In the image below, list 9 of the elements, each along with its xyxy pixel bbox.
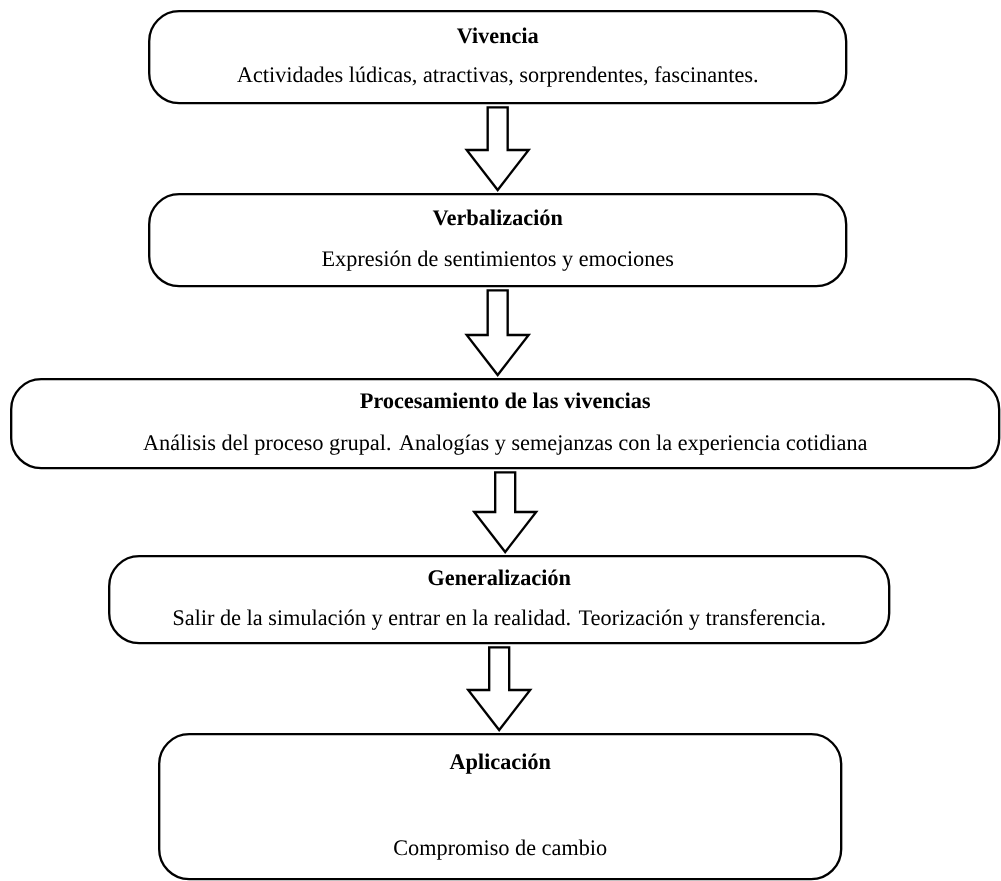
process-box: Procesamiento de las vivencias Análisis del proceso grupal. Analogías y semejanzas con la experiencia cotidiana [10,378,1001,470]
process-box: Aplicación Compromiso de cambio [158,733,843,881]
process-box: Vivencia Actividades lúdicas, atractivas, sorprendentes, fascinantes. [148,10,848,105]
block-arrow [464,106,532,192]
process-box: Verbalización Expresión de sentimientos y emociones [148,193,848,288]
block-arrow [471,471,539,554]
block-arrow [465,646,533,732]
process-box: Generalización Salir de la simulación y entrar en la realidad. Teorización y transferencia. [108,555,891,645]
block-arrow [464,289,532,377]
